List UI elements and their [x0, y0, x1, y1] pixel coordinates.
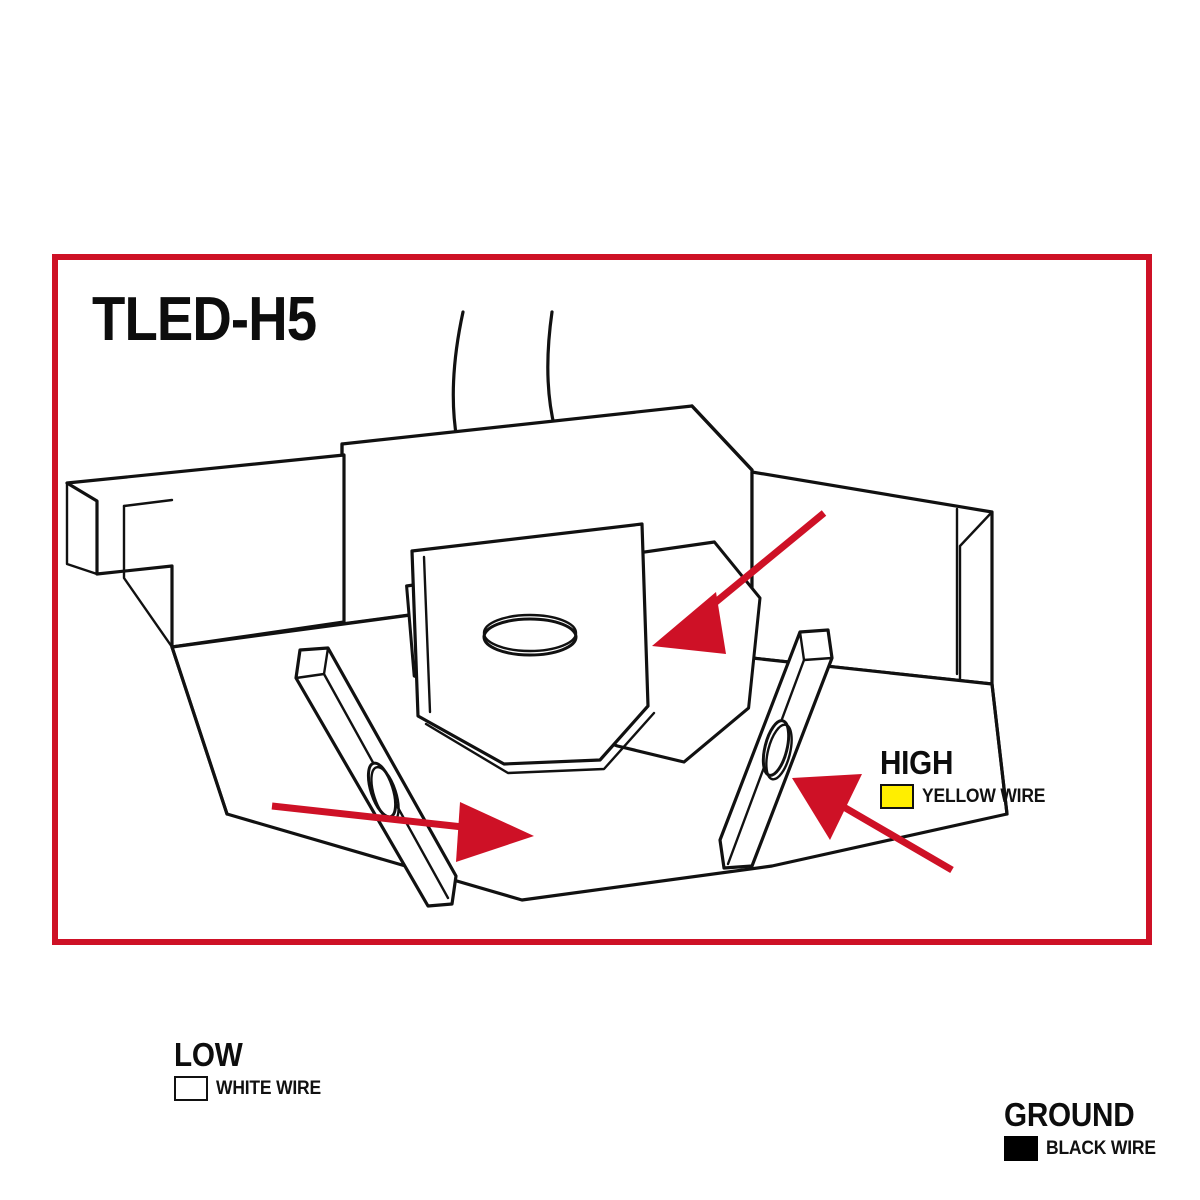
callout-high-wire: YELLOW WIRE: [880, 784, 1056, 809]
callout-ground-title: GROUND: [1004, 1096, 1135, 1133]
product-illustration: [65, 310, 1009, 908]
ground-pointer-arrow: [792, 774, 954, 874]
callout-low-title: LOW: [174, 1036, 243, 1073]
callout-low-wire: WHITE WIRE: [174, 1076, 330, 1101]
page-title: TLED-H5: [92, 285, 317, 354]
yellow-wire-swatch: [880, 784, 914, 809]
left-locking-ear: [65, 453, 346, 649]
low-pointer-arrow: [271, 802, 534, 862]
center-contact-tab: [405, 522, 762, 775]
diagram-panel: TLED-H5 HIGH YELLOW WIRE LOW WHITE WIRE …: [52, 254, 1156, 1161]
callout-ground: GROUND BLACK WIRE: [1004, 1098, 1165, 1161]
callout-high-title: HIGH: [880, 744, 954, 781]
callout-low-wire-label: WHITE WIRE: [216, 1077, 321, 1099]
callout-high-wire-label: YELLOW WIRE: [922, 785, 1046, 807]
right-terminal-blade: [718, 628, 834, 870]
high-pointer-arrow: [652, 510, 827, 654]
callout-low: LOW WHITE WIRE: [174, 1038, 330, 1101]
callout-ground-wire: BLACK WIRE: [1004, 1136, 1165, 1161]
pointer-arrow-layer: [271, 510, 954, 874]
black-wire-swatch: [1004, 1136, 1038, 1161]
callout-ground-wire-label: BLACK WIRE: [1046, 1137, 1156, 1159]
white-wire-swatch: [174, 1076, 208, 1101]
callout-high: HIGH YELLOW WIRE: [880, 746, 1056, 809]
